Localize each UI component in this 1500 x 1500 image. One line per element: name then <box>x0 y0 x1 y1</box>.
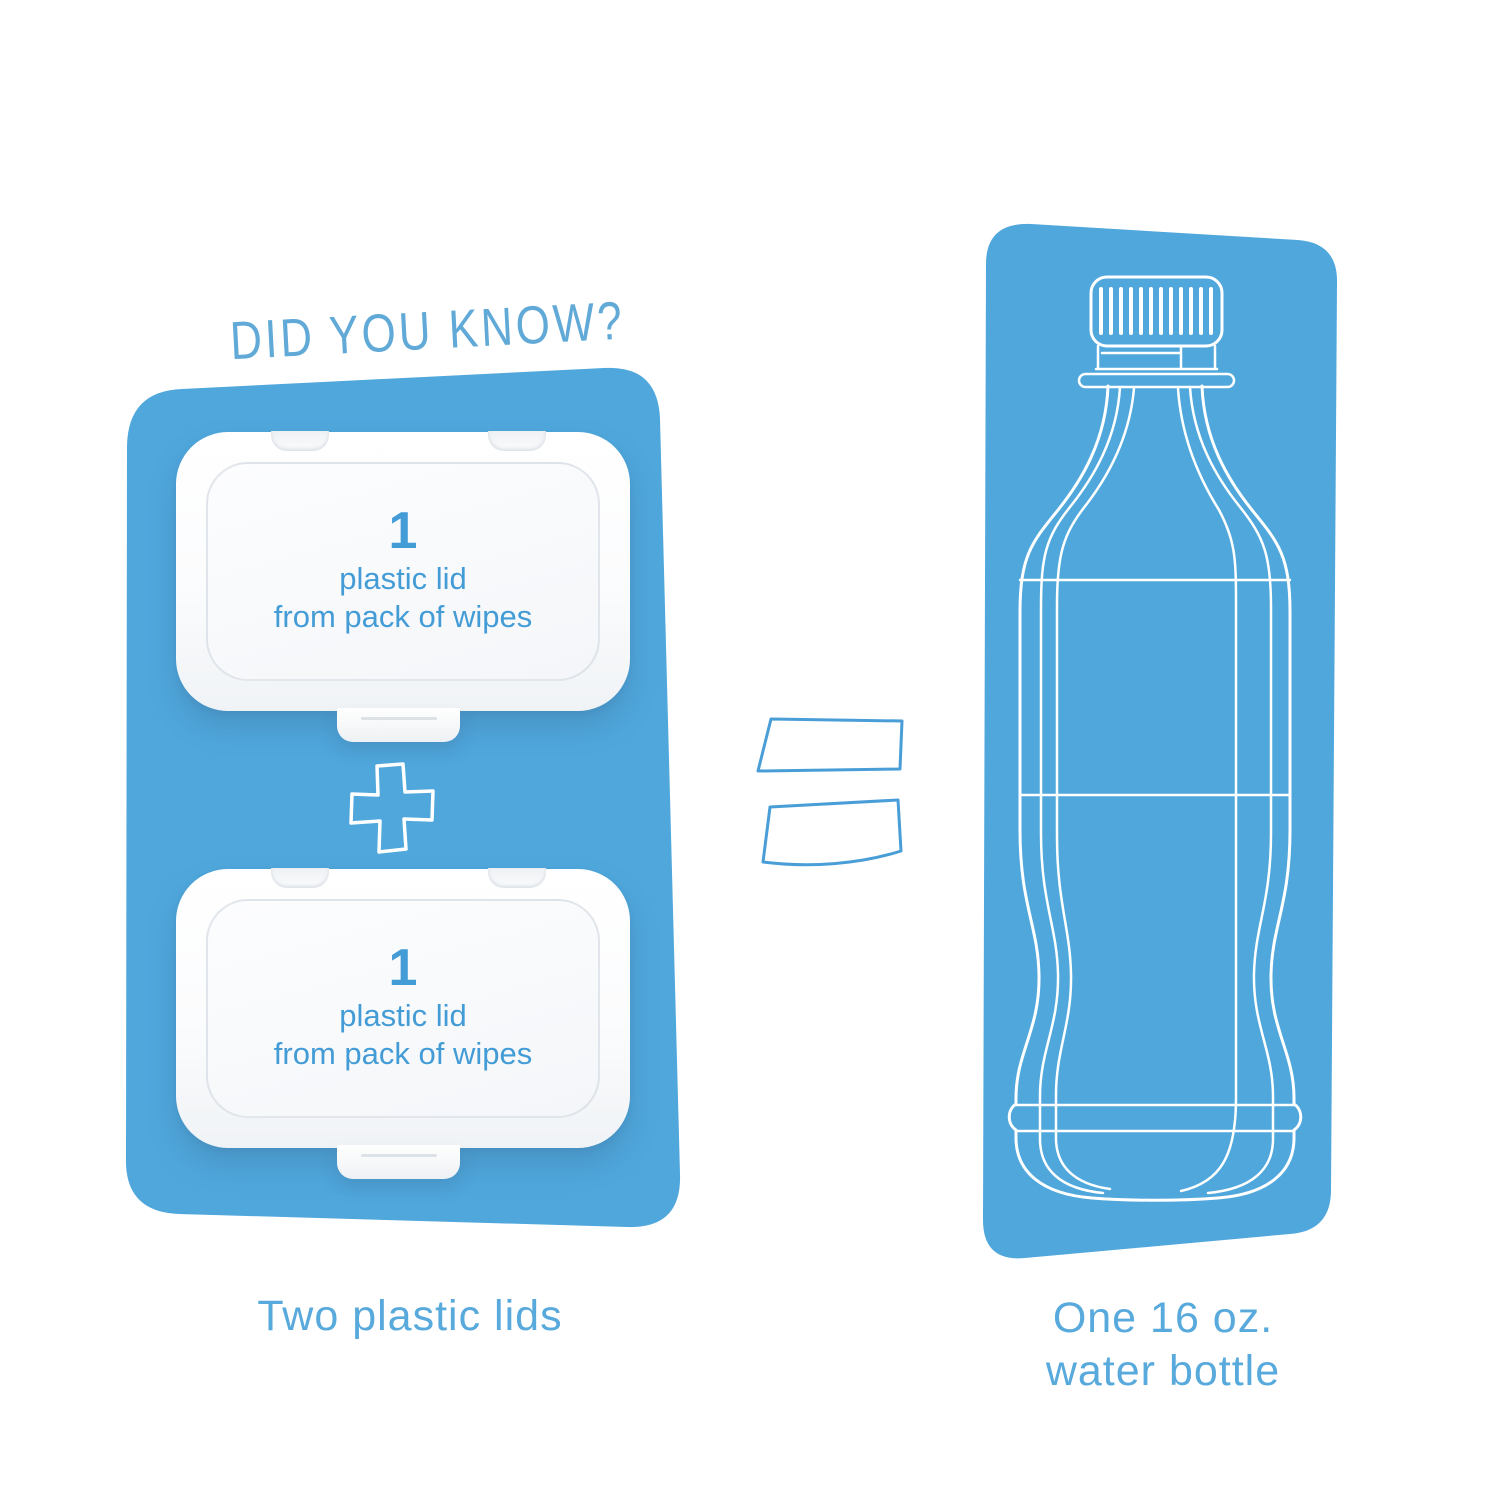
wipes-lid-2-hinge-notch-left <box>271 868 329 888</box>
left-caption: Two plastic lids <box>257 1292 563 1340</box>
lid-2-count: 1 <box>388 939 418 997</box>
bottle-inner-line-left-2 <box>1054 386 1136 1191</box>
bottle-base-ring-lines <box>1014 1103 1296 1133</box>
wipes-lid-1: 1 plastic lid from pack of wipes <box>176 431 630 742</box>
wipes-lid-1-hinge-notch-left <box>271 431 329 451</box>
right-caption-line1: One 16 oz. <box>1052 1294 1274 1342</box>
bottle-collar <box>1077 372 1236 389</box>
right-caption-line2: water bottle <box>1045 1347 1281 1395</box>
lid-2-label-line1: plastic lid <box>339 998 467 1033</box>
bottle-neck-rings <box>1094 344 1219 371</box>
bottle-cap-ridges <box>1099 287 1213 335</box>
lid-1-count: 1 <box>388 502 418 560</box>
wipes-lid-1-inner-panel <box>206 462 600 681</box>
wipes-lid-2-latch-tab <box>337 1145 460 1179</box>
wipes-lid-2: 1 plastic lid from pack of wipes <box>176 868 630 1179</box>
bottle-inner-line-right-2 <box>1176 386 1238 1193</box>
bottle-inner-line-right-1 <box>1188 385 1275 1195</box>
water-bottle-icon <box>1007 275 1303 1202</box>
wipes-lid-1-latch-tab <box>337 708 460 742</box>
lid-2-label-line2: from pack of wipes <box>273 1036 533 1071</box>
lid-1-label-line1: plastic lid <box>339 561 467 596</box>
right-caption: One 16 oz. water bottle <box>963 1292 1363 1398</box>
wipes-lid-2-inner-panel <box>206 899 600 1118</box>
bottle-label-lines <box>1018 578 1292 797</box>
wipes-lid-2-hinge-notch-right <box>488 868 546 888</box>
wipes-lid-2-latch-slot <box>361 1154 437 1157</box>
equals-icon <box>756 717 904 867</box>
wipes-lid-1-hinge-notch-right <box>488 431 546 451</box>
bottle-cap <box>1089 275 1224 348</box>
plus-icon <box>349 762 435 854</box>
wipes-lid-1-latch-slot <box>361 717 437 720</box>
right-blue-panel <box>983 223 1338 1259</box>
lid-1-label-line2: from pack of wipes <box>273 599 533 634</box>
bottle-inner-line-left-1 <box>1038 385 1122 1195</box>
bottle-outline <box>1007 384 1303 1202</box>
